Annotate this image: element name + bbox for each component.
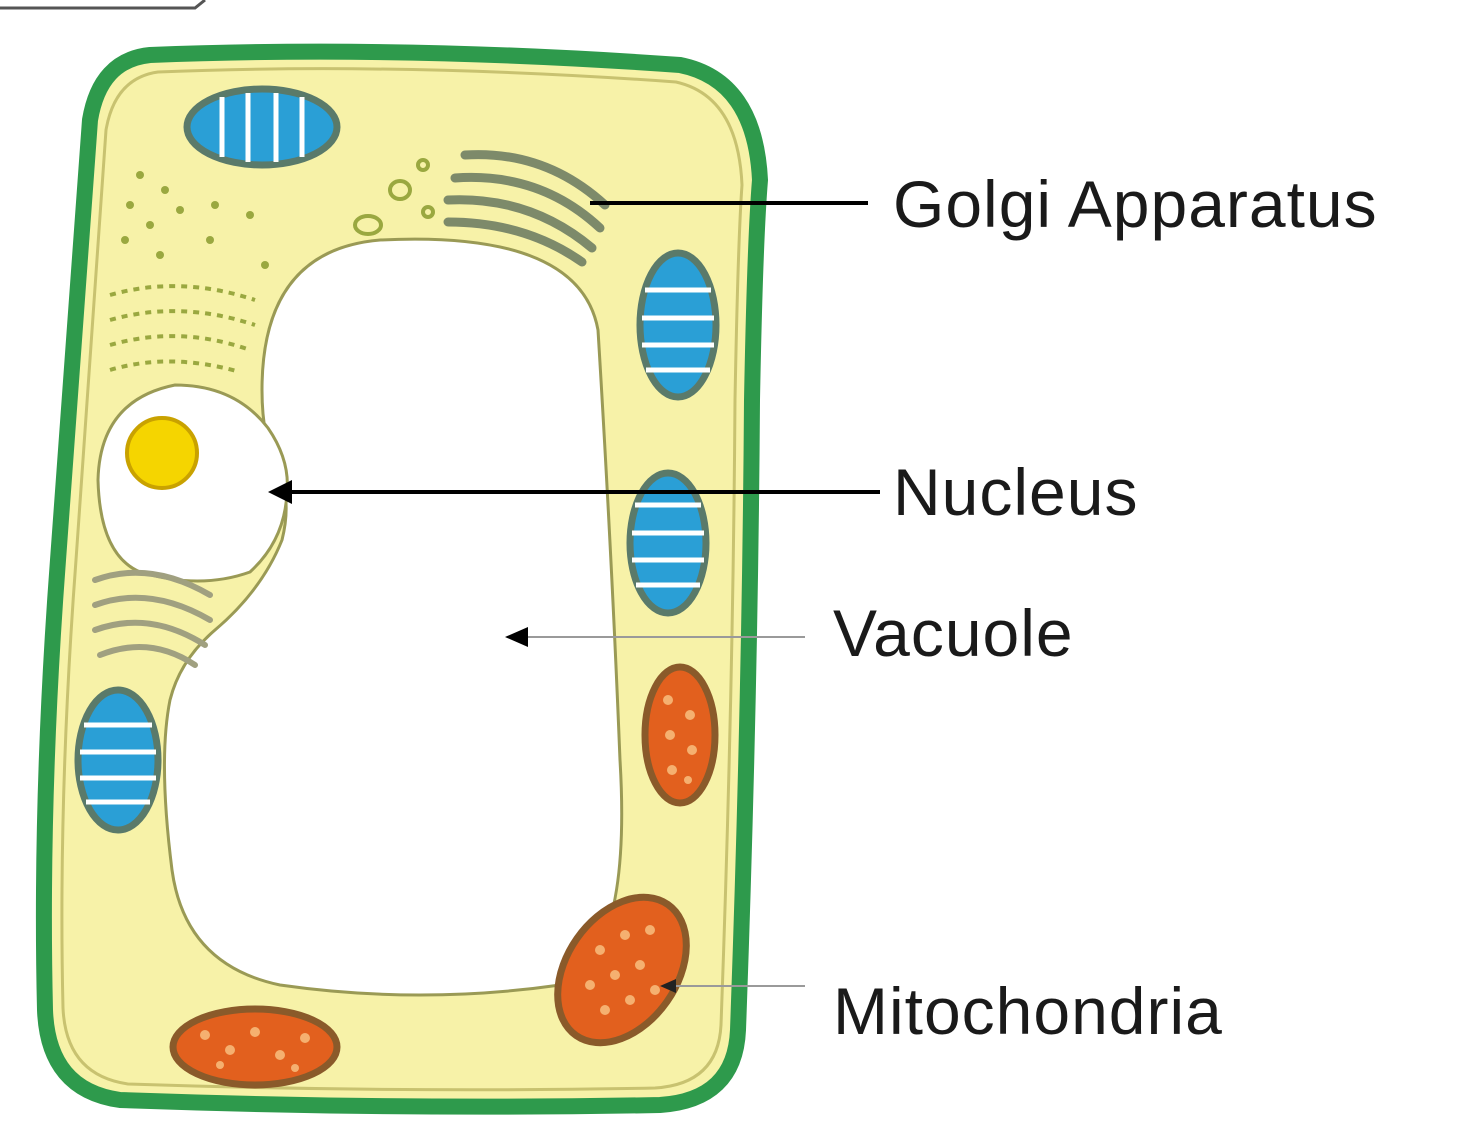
chloroplast-left-lower [78, 690, 158, 830]
mitochondrion-bottom [173, 1009, 337, 1085]
corner-fragment [0, 0, 205, 8]
label-nucleus: Nucleus [893, 455, 1138, 529]
chloroplast-right-upper [640, 253, 716, 397]
mitochondrion-right [645, 667, 715, 803]
label-mitochondria: Mitochondria [833, 974, 1223, 1048]
label-vacuole: Vacuole [833, 596, 1074, 670]
label-golgi-apparatus: Golgi Apparatus [893, 167, 1378, 241]
nucleolus [127, 418, 197, 488]
chloroplast-top [187, 89, 337, 165]
